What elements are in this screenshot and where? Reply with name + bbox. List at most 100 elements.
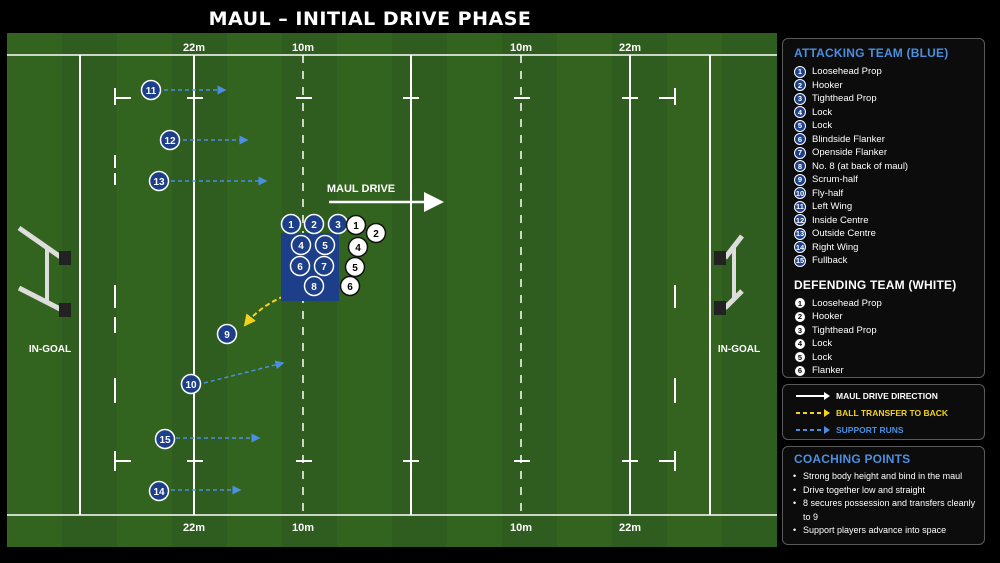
player-number-badge: 8 (794, 160, 806, 173)
legend-transfer-row: BALL TRANSFER TO BACK (794, 404, 984, 421)
legend-drive-row: MAUL DRIVE DIRECTION (794, 387, 984, 404)
player-role-label: Fly-half (812, 187, 844, 199)
player-role-label: Inside Centre (812, 214, 869, 226)
maul-blue-5: 5 (322, 241, 328, 252)
attacking-player-row: 15 Fullback (794, 254, 984, 268)
maul-white-5: 5 (352, 263, 358, 274)
hash-marks (114, 88, 676, 471)
top-marker-22m-left: 22m (183, 42, 205, 54)
coaching-point-text: Strong body height and bind in the maul (803, 471, 963, 481)
player-number-badge: 3 (794, 92, 806, 105)
player-number-badge: 4 (794, 106, 806, 119)
bullet: • (793, 484, 797, 495)
top-marker-10m-left: 10m (292, 42, 314, 54)
player-role-label: Tighthead Prop (812, 324, 877, 336)
maul-blue-3: 3 (335, 220, 341, 231)
coaching-point: • Drive together low and straight (793, 484, 978, 498)
maul-blue-8: 8 (311, 282, 317, 293)
player-role-label: Right Wing (812, 241, 859, 253)
player-role-label: Loosehead Prop (812, 66, 882, 78)
player-number-badge: 14 (794, 241, 806, 254)
maul-white-2: 2 (373, 229, 379, 240)
legend-support-label: SUPPORT RUNS (836, 424, 904, 435)
defending-player-row: 4 Lock (794, 337, 984, 351)
player-number-badge: 5 (794, 119, 806, 132)
player-number-badge: 2 (794, 310, 806, 323)
player-number-badge: 6 (794, 133, 806, 146)
coaching-point: •Support players advance into space (793, 524, 978, 538)
yellow-dashed-arrow-icon (796, 408, 830, 417)
legend-drive-label: MAUL DRIVE DIRECTION (836, 390, 938, 401)
coaching-panel: COACHING POINTS • Strong body height and … (782, 446, 985, 545)
legend-panel: MAUL DRIVE DIRECTION BALL TRANSFER TO BA… (782, 384, 985, 440)
player-role-label: Lock (812, 120, 833, 132)
player-role-label: Scrum-half (812, 174, 858, 186)
legend-transfer-label: BALL TRANSFER TO BACK (836, 407, 949, 418)
player-number-badge: 15 (794, 254, 806, 267)
bottom-marker-22m-left: 22m (183, 522, 205, 534)
player-number-badge: 4 (794, 337, 806, 350)
attacking-player-row: 2 Hooker (794, 79, 984, 93)
player-role-label: Hooker (812, 311, 843, 323)
coaching-point-text: Support players advance into space (803, 525, 947, 535)
player-role-label: Lock (812, 351, 833, 363)
player-number-badge: 7 (794, 146, 806, 159)
maul-blue-2: 2 (311, 220, 317, 231)
white-arrow-icon (796, 391, 830, 400)
player-role-label: Outside Centre (812, 228, 876, 240)
player-role-label: Lock (812, 106, 833, 118)
attacking-player-row: 13 Outside Centre (794, 227, 984, 241)
coaching-point-text: 8 secures possession and transfers clean… (803, 498, 976, 522)
player-number-badge: 13 (794, 227, 806, 240)
top-marker-10m-right: 10m (510, 42, 532, 54)
player-number-badge: 5 (794, 351, 806, 364)
coaching-heading: COACHING POINTS (794, 452, 911, 466)
player-15-label: 15 (159, 435, 171, 446)
maul-players: 1 2 3 4 5 6 7 8 1 2 4 5 6 (280, 213, 387, 297)
maul-blue-1: 1 (288, 220, 294, 231)
bullet: • (793, 498, 797, 508)
player-11-label: 11 (146, 86, 157, 97)
maul-blue-6: 6 (297, 262, 303, 273)
top-marker-22m-right: 22m (619, 42, 641, 54)
coaching-point-text: Drive together low and straight (803, 484, 926, 495)
player-role-label: Flanker (812, 365, 844, 377)
player-role-label: Lock (812, 338, 833, 350)
goal-posts-left (17, 225, 71, 317)
bullet: • (793, 471, 797, 481)
player-number-badge: 2 (794, 79, 806, 92)
in-goal-left-label: IN-GOAL (29, 344, 71, 355)
player-role-label: Hooker (812, 79, 843, 91)
in-goal-right-label: IN-GOAL (718, 344, 760, 355)
defending-team-heading: DEFENDING TEAM (WHITE) (794, 277, 957, 292)
player-number-badge: 10 (794, 187, 806, 200)
player-number-badge: 11 (794, 200, 806, 213)
player-role-label: No. 8 (at back of maul) (812, 160, 909, 172)
support-players: 11 12 13 10 15 14 9 (140, 79, 238, 502)
attacking-player-row: 14 Right Wing (794, 241, 984, 255)
player-number-badge: 1 (794, 297, 806, 310)
coaching-point: • Strong body height and bind in the maul (793, 470, 978, 484)
player-10-label: 10 (185, 380, 197, 391)
legend-support-row: SUPPORT RUNS (794, 421, 984, 438)
maul-drive-label: MAUL DRIVE (327, 183, 395, 195)
bottom-marker-10m-left: 10m (292, 522, 314, 534)
pitch-lines (7, 54, 777, 516)
defending-player-row: 6 Flanker (794, 364, 984, 378)
player-role-label: Fullback (812, 255, 848, 267)
goal-posts-right (714, 234, 744, 315)
blue-dashed-arrow-icon (796, 425, 830, 434)
maul-white-4: 4 (355, 243, 361, 254)
player-number-badge: 6 (794, 364, 806, 377)
